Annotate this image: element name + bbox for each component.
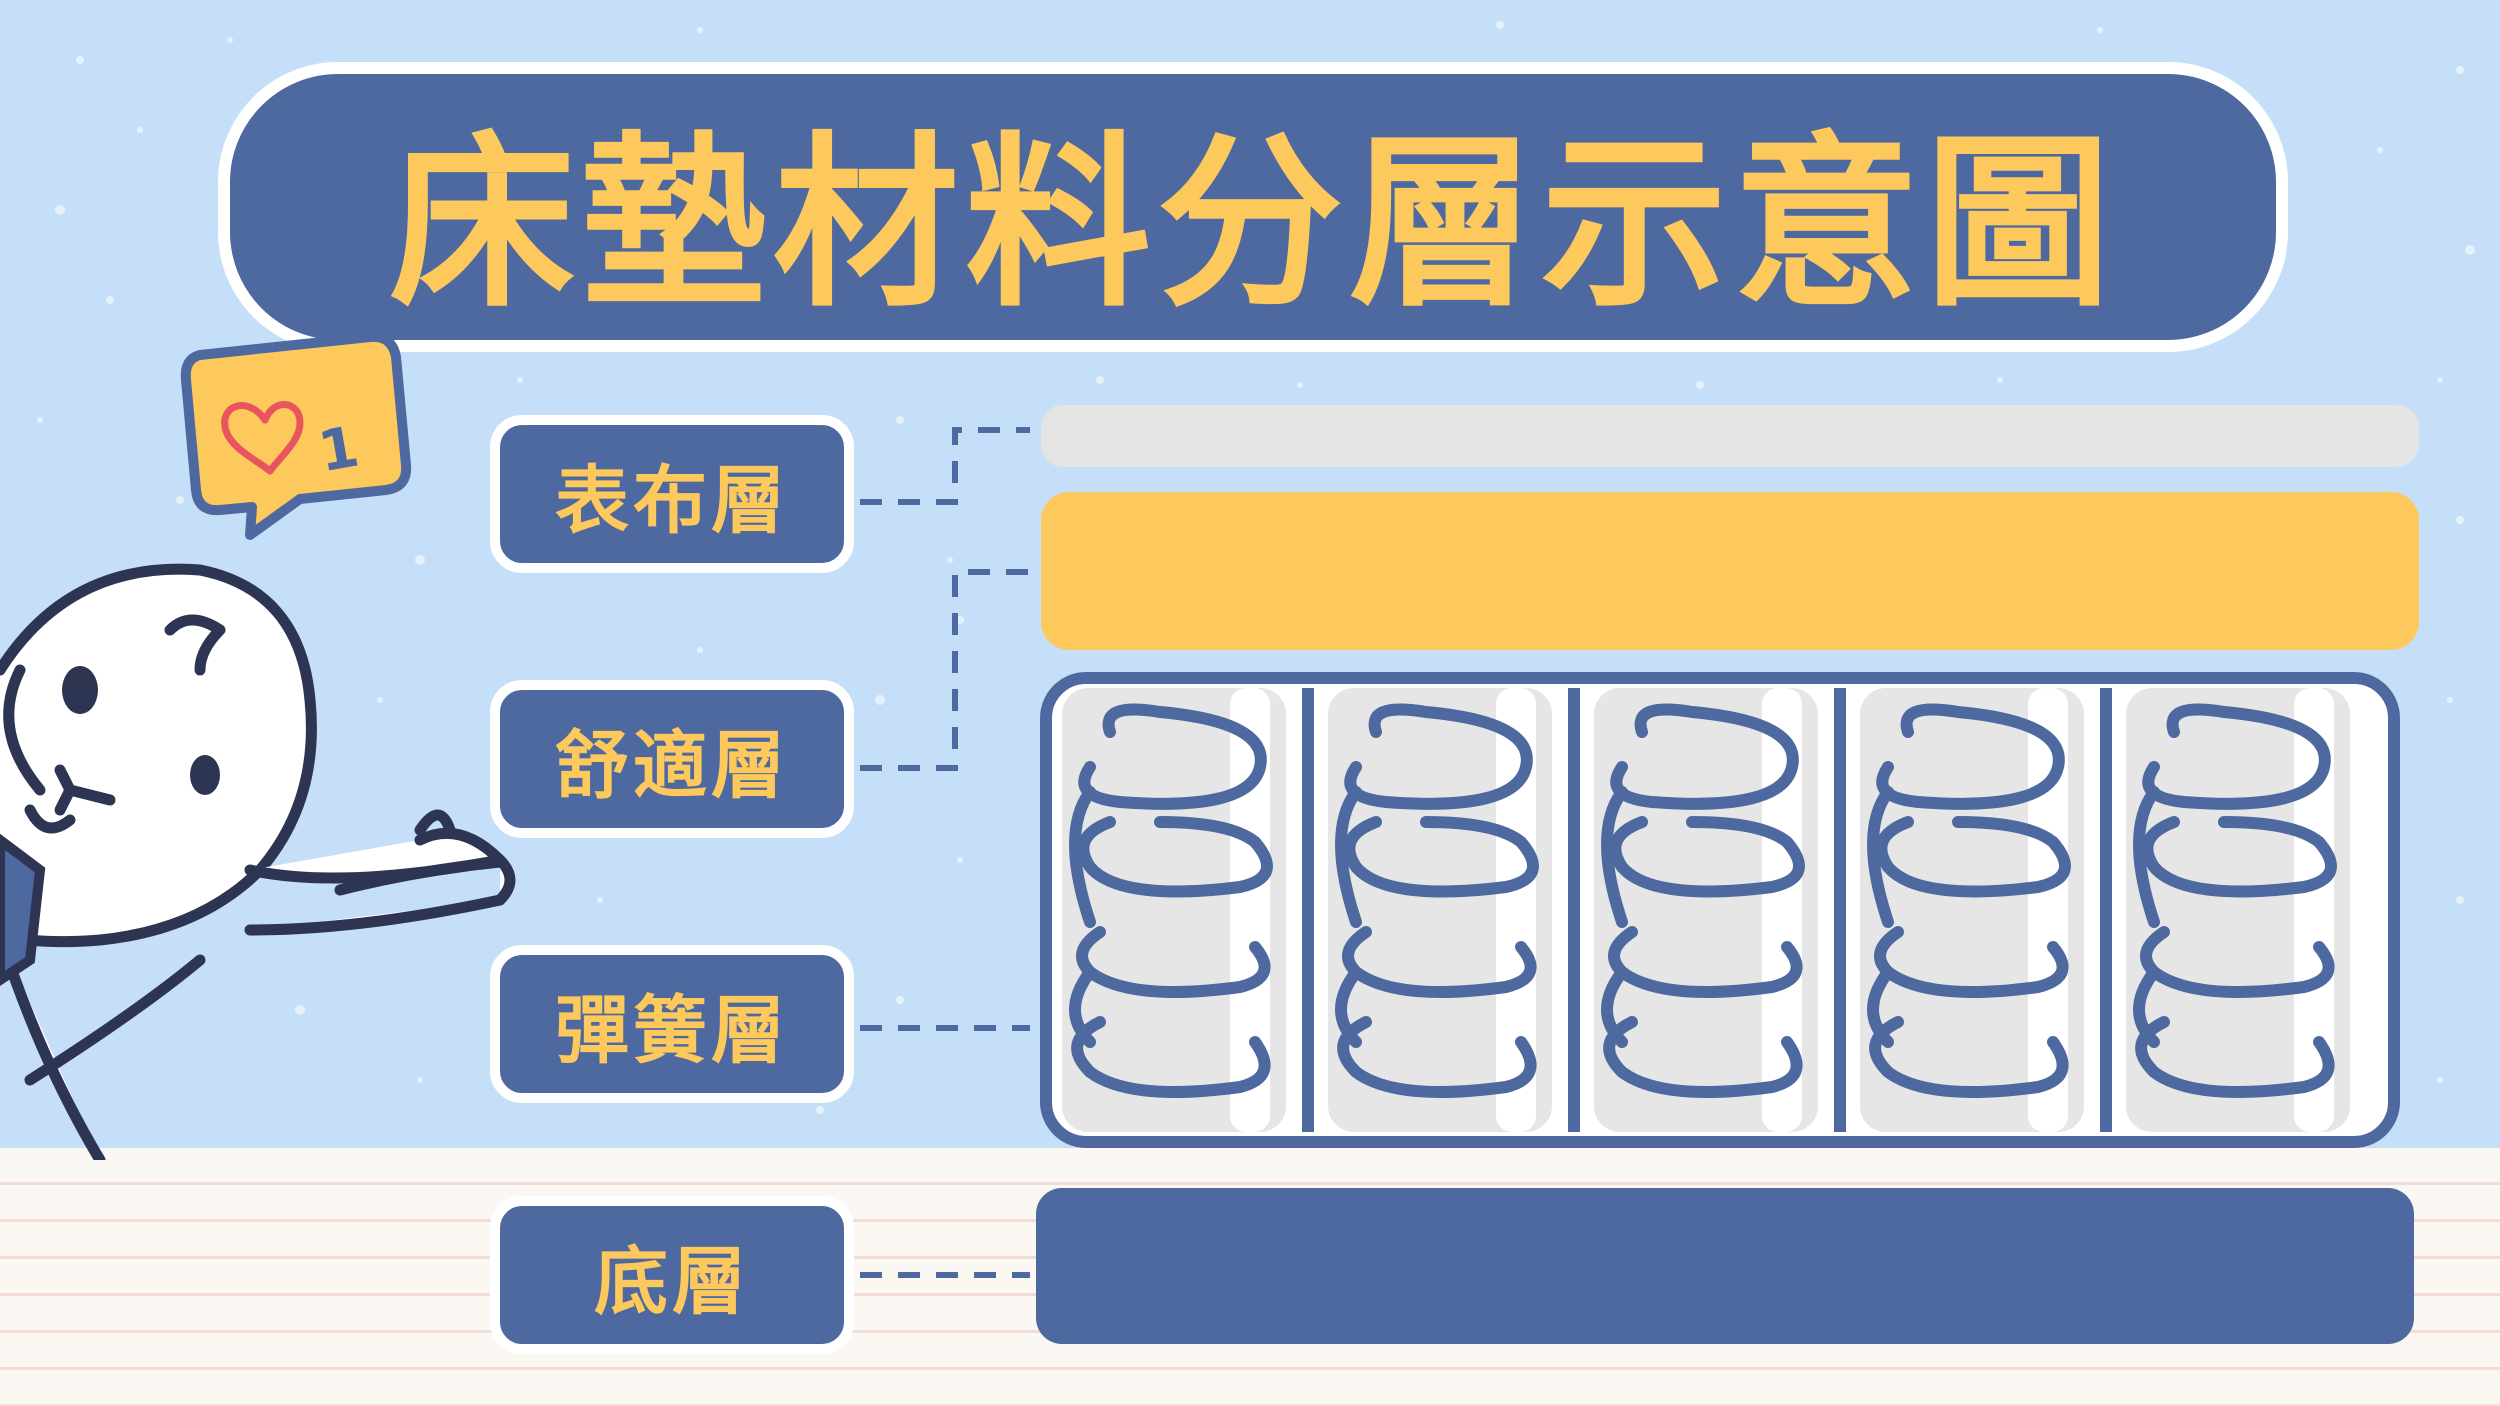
label-base-layer: 底層 — [490, 1196, 854, 1354]
label-fabric-layer: 表布層 — [490, 415, 854, 573]
spring-coil-1 — [1062, 688, 1286, 1132]
like-notification-badge: 1 — [180, 335, 412, 540]
fabric-layer — [1041, 405, 2419, 467]
mascot-character — [0, 563, 516, 1160]
spring-coil-3 — [1594, 688, 1818, 1132]
heart-icon — [221, 401, 304, 475]
spring-layer — [1040, 672, 2400, 1148]
label-spring-layer: 彈簧層 — [490, 945, 854, 1103]
spring-coil-4 — [1860, 688, 2084, 1132]
label-comfort-layer: 舒適層 — [490, 680, 854, 838]
base-layer — [1036, 1188, 2414, 1344]
spring-coil-2 — [1328, 688, 1552, 1132]
comfort-layer — [1041, 492, 2419, 650]
spring-coil-5 — [2126, 688, 2350, 1132]
page-title: 床墊材料分層示意圖 — [218, 62, 2288, 352]
